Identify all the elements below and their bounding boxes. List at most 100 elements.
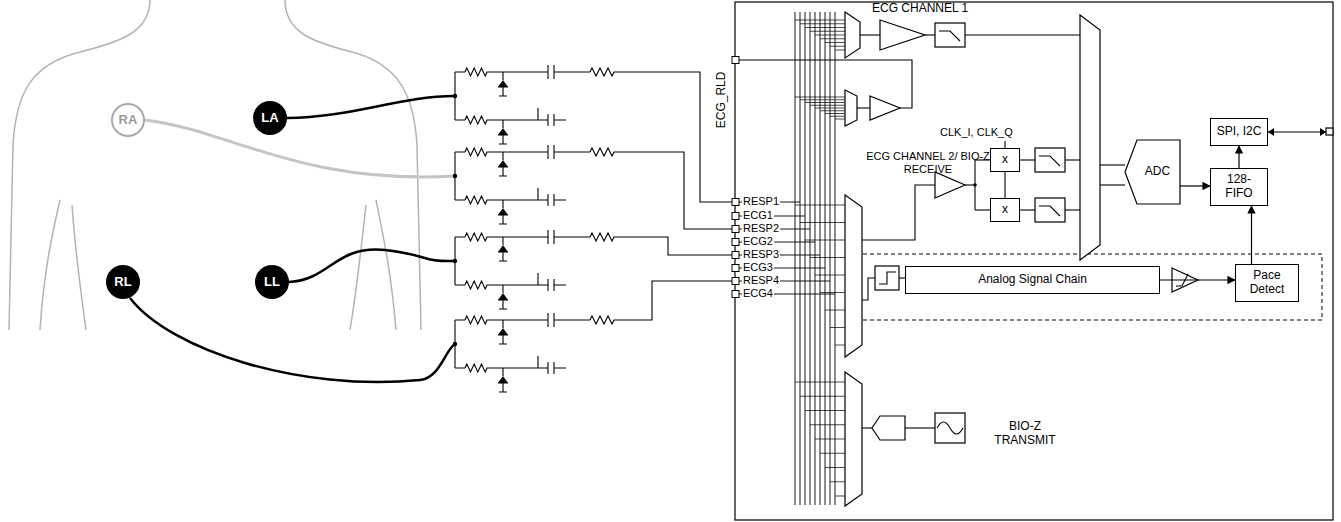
mux-symbol [1080, 15, 1100, 260]
filter-symbol [1035, 198, 1065, 222]
mux-input [820, 453, 845, 454]
diode-symbol [498, 376, 508, 383]
mux-input [810, 105, 845, 106]
protection-wire [455, 108, 566, 126]
pin-square [732, 252, 739, 259]
node-text: x [1002, 203, 1008, 217]
chip-internals [732, 2, 1333, 520]
node-text: SPI, I2C [1217, 125, 1262, 139]
mux-symbol [845, 195, 862, 357]
interface-box: SPI, I2C [1210, 118, 1268, 146]
node-text: ADC [1145, 165, 1170, 179]
block-label: ECG CHANNEL 1 [872, 2, 968, 16]
protection-wire [455, 65, 732, 202]
mux-input [835, 50, 845, 51]
pin-square [732, 239, 739, 246]
mux-input [815, 35, 845, 36]
mixer-box: x [990, 198, 1020, 222]
protection-networks [453, 65, 732, 392]
pace-detect-box: Pace Detect [1235, 264, 1299, 302]
mux-input [805, 27, 845, 28]
bus-line [820, 12, 821, 505]
body-outline [9, 0, 421, 330]
diode-symbol [498, 237, 508, 261]
mux-input [800, 396, 845, 397]
diode-symbol [498, 152, 508, 176]
node-text: RL [114, 275, 131, 290]
diode-symbol [498, 245, 508, 252]
electrode: LL [255, 265, 289, 299]
pin-name: ECG2 [742, 235, 774, 248]
diode-symbol [498, 320, 508, 344]
mux-input [795, 20, 845, 21]
amplifier-symbol [870, 96, 900, 120]
diode-symbol [498, 368, 508, 392]
adc-block: ADC [1125, 140, 1180, 204]
mux-input [825, 42, 845, 43]
mux-input [795, 382, 845, 383]
bus-line [835, 12, 836, 505]
connector [1180, 185, 1210, 186]
diode-symbol [498, 208, 508, 215]
arrow-head [1268, 128, 1274, 136]
protection-wire [455, 230, 732, 255]
diode-symbol [498, 120, 508, 144]
mux-input [820, 292, 845, 293]
pin-square [1326, 128, 1333, 135]
input-bus [732, 12, 845, 505]
connector [1251, 206, 1252, 264]
pace-region [856, 254, 1322, 320]
pin-name: RESP4 [742, 274, 780, 287]
bus-line [795, 12, 796, 505]
mux-input [810, 31, 845, 32]
pin-name: ECG4 [742, 287, 774, 300]
filter-symbol [935, 23, 965, 47]
diode-symbol [498, 128, 508, 135]
filter-marks [879, 31, 1188, 434]
pin-square [732, 213, 739, 220]
pin-name: RESP2 [742, 222, 780, 235]
junction-dot [453, 259, 457, 263]
mux-input [820, 38, 845, 39]
mux-input [800, 99, 845, 100]
bus-line [805, 12, 806, 505]
mux-input [830, 116, 845, 117]
node-text: LA [261, 111, 278, 126]
node-text: LL [264, 275, 280, 290]
mux-input [815, 275, 845, 276]
mux-input [815, 108, 845, 109]
pin-name: ECG_RLD [715, 72, 729, 129]
node-text: x [1002, 153, 1008, 167]
mux-input [830, 327, 845, 328]
mux-input [805, 240, 845, 241]
mux-input [830, 481, 845, 482]
mux-input [795, 205, 845, 206]
node-text: Pace Detect [1242, 269, 1292, 297]
mux-input [805, 102, 845, 103]
electrode: LA [253, 101, 287, 135]
mux-input [830, 46, 845, 47]
mux-input [825, 113, 845, 114]
diode-symbol [498, 160, 508, 167]
signal-name: CLK_I, CLK_Q [940, 126, 1013, 139]
dac-symbol [872, 416, 905, 440]
adc-outline [1125, 140, 1180, 204]
electrode: RA [111, 103, 145, 137]
mux-input [835, 345, 845, 346]
pin-name: ECG3 [742, 261, 774, 274]
pin-square [732, 199, 739, 206]
bus-line [800, 12, 801, 505]
mux-symbol [845, 90, 857, 126]
diode-symbol [498, 80, 508, 87]
mux-input [835, 119, 845, 120]
node-text: Analog Signal Chain [978, 273, 1087, 287]
junction-dot [453, 174, 457, 178]
filter-symbol [875, 266, 899, 290]
fifo-box: 128- FIFO [1210, 168, 1268, 206]
diode-symbol [498, 200, 508, 224]
junction-dot [973, 183, 977, 187]
pin-square [732, 291, 739, 298]
mux-symbol [845, 12, 860, 58]
